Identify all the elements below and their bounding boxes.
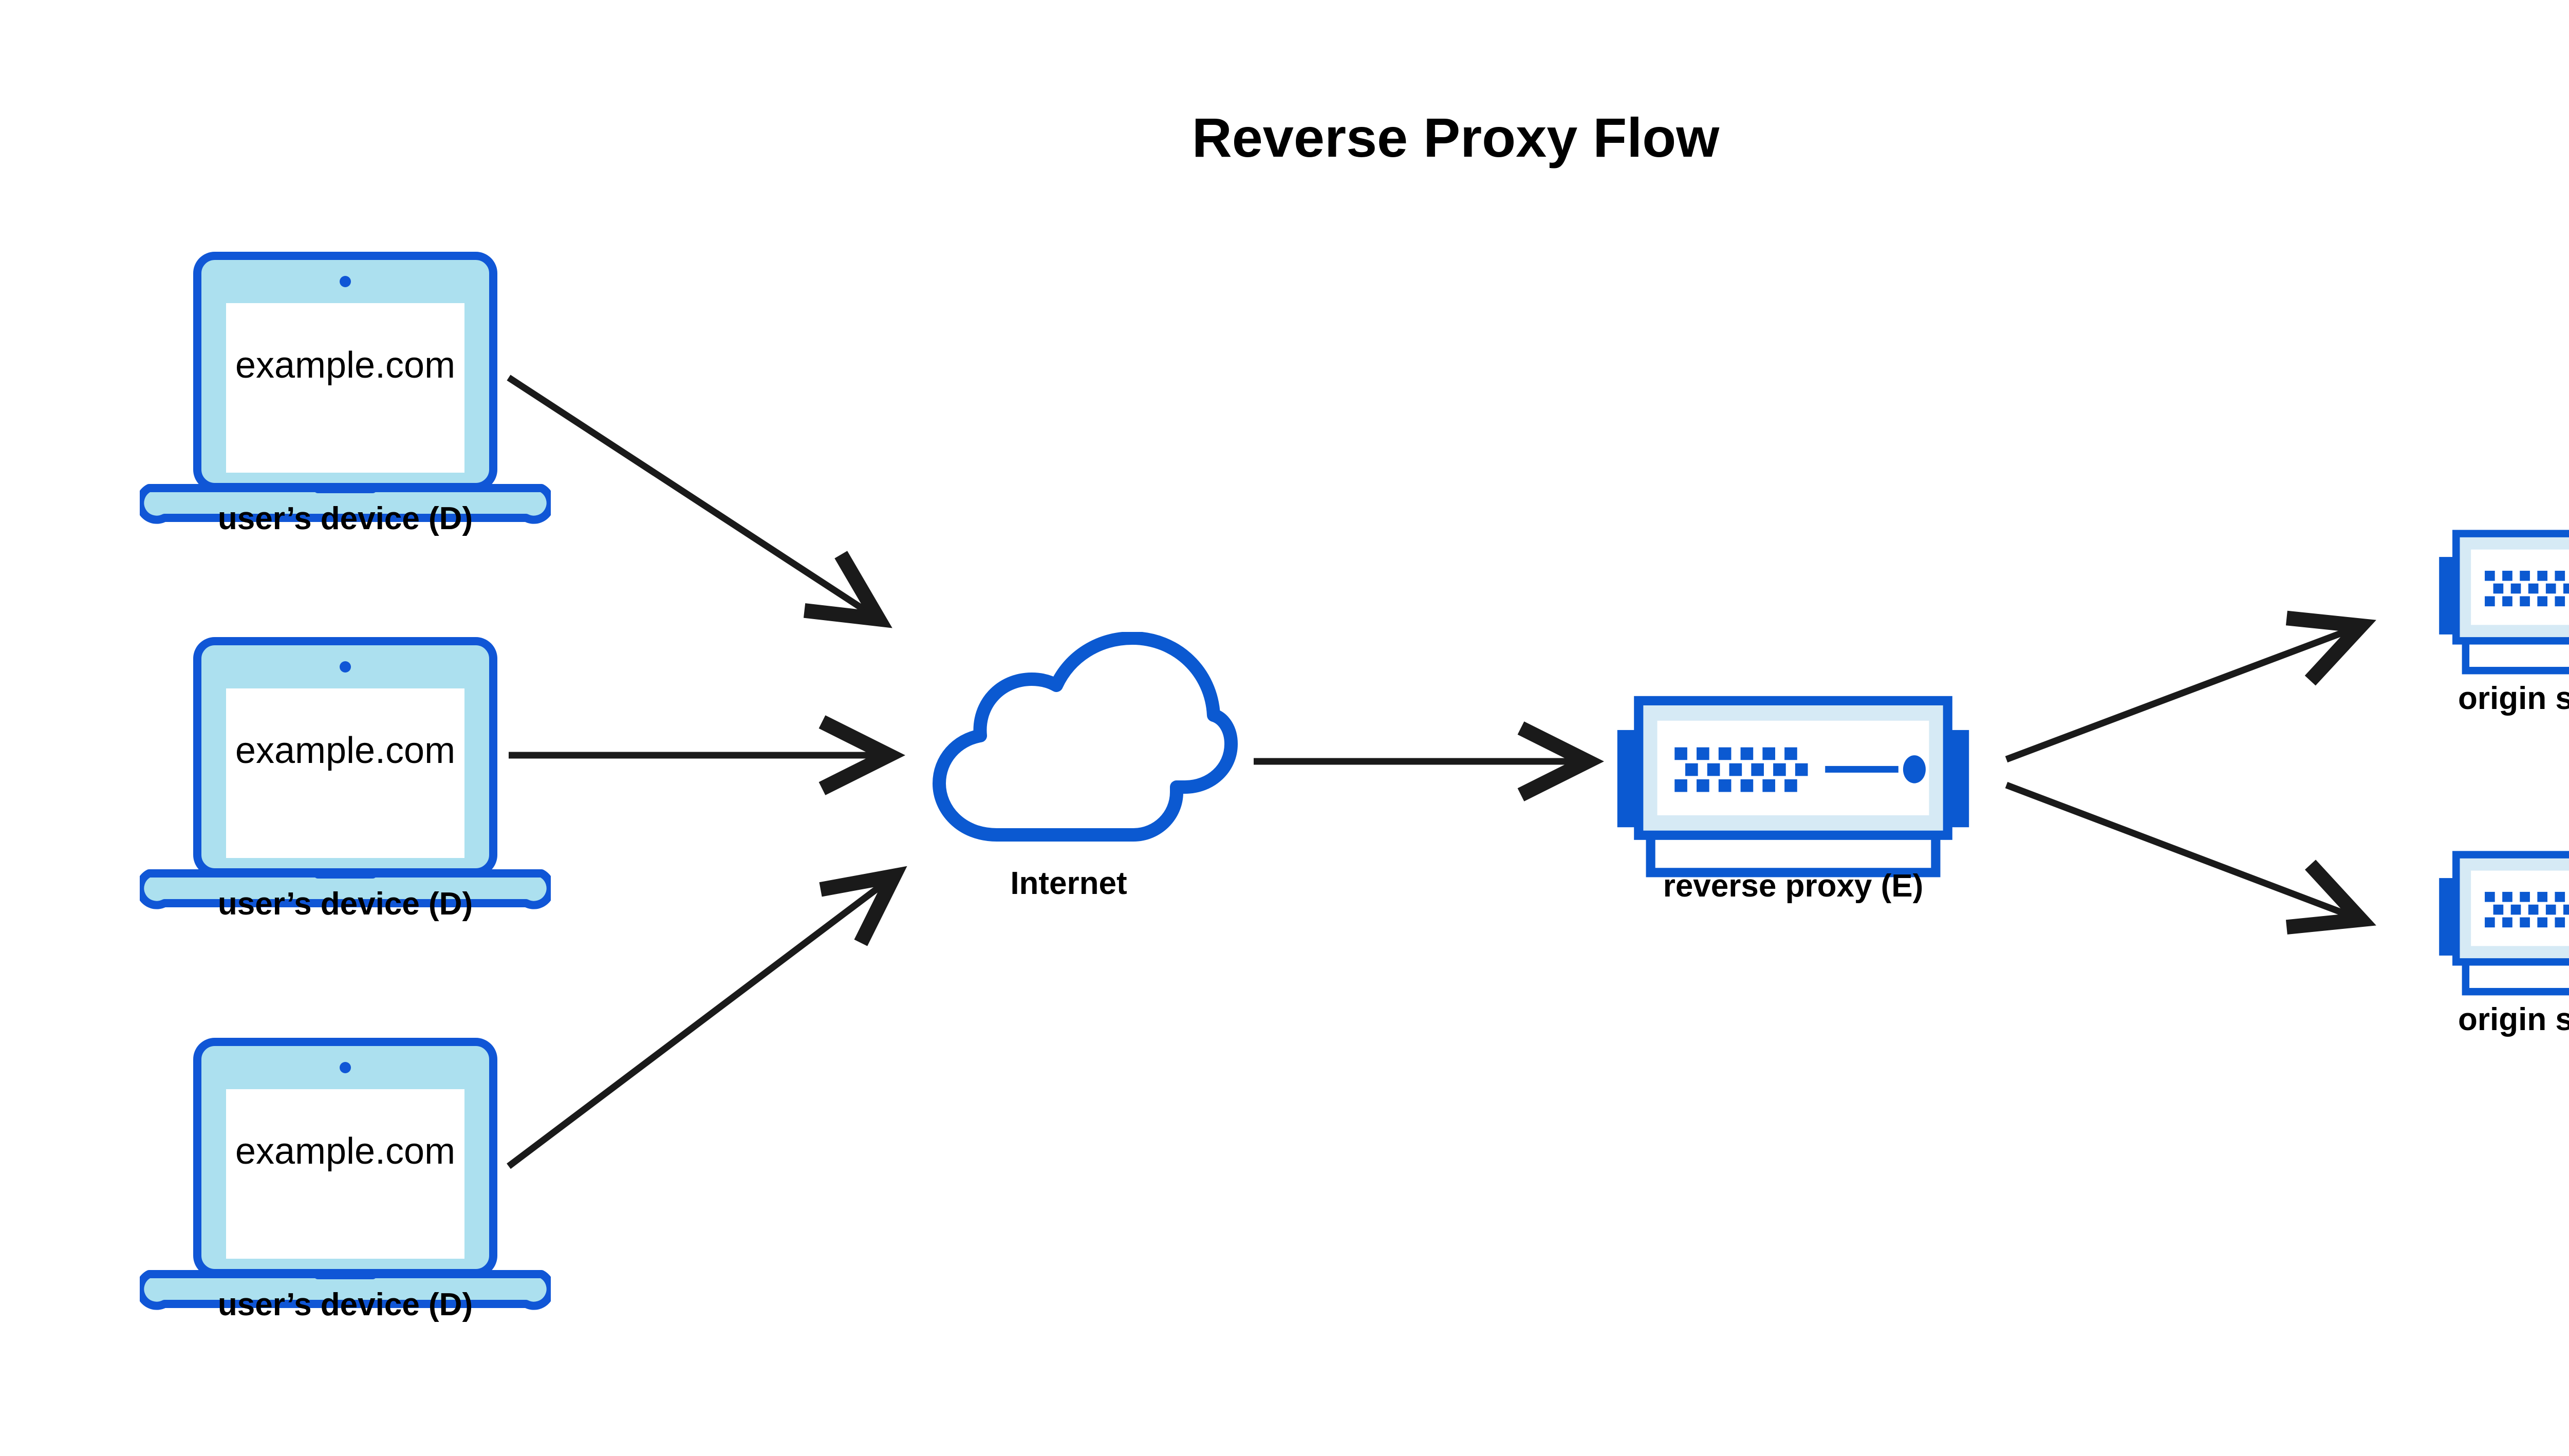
internet-label: Internet — [1010, 866, 1127, 901]
arrow-client3-to-internet — [507, 866, 907, 1169]
arrow-client1-to-internet — [507, 375, 892, 628]
laptop-screen-text: example.com — [235, 730, 455, 771]
reverse-proxy-label: reverse proxy (E) — [1663, 868, 1924, 904]
laptop-icon — [140, 1042, 550, 1306]
server-icon — [2439, 855, 2569, 992]
connector-layer — [507, 375, 2376, 1169]
client-node-1[interactable]: example.com user’s device (D) — [140, 256, 550, 536]
client-label-3: user’s device (D) — [218, 1287, 473, 1322]
page-title: Reverse Proxy Flow — [1192, 106, 1720, 169]
client-node-3[interactable]: example.com user’s device (D) — [140, 1042, 550, 1322]
origin-server-label-2: origin server (F) — [2458, 1002, 2569, 1037]
client-label-2: user’s device (D) — [218, 886, 473, 922]
client-node-2[interactable]: example.com user’s device (D) — [140, 641, 550, 922]
internet-node[interactable]: Internet — [939, 638, 1231, 901]
arrow-proxy-to-origin1 — [2005, 610, 2376, 763]
server-icon — [2439, 534, 2569, 671]
origin-server-label-1: origin server (F) — [2458, 681, 2569, 716]
cloud-icon — [939, 638, 1231, 835]
laptop-icon — [140, 256, 550, 520]
laptop-screen-text: example.com — [235, 345, 455, 386]
laptop-screen-text: example.com — [235, 1131, 455, 1172]
client-label-1: user’s device (D) — [218, 501, 473, 536]
origin-server-node-1[interactable]: origin server (F) — [2439, 534, 2569, 716]
origin-server-node-2[interactable]: origin server (F) — [2439, 855, 2569, 1037]
reverse-proxy-node[interactable]: reverse proxy (E) — [1617, 701, 1969, 904]
laptop-icon — [140, 641, 550, 905]
arrow-proxy-to-origin2 — [2005, 781, 2376, 935]
server-icon — [1617, 701, 1969, 872]
